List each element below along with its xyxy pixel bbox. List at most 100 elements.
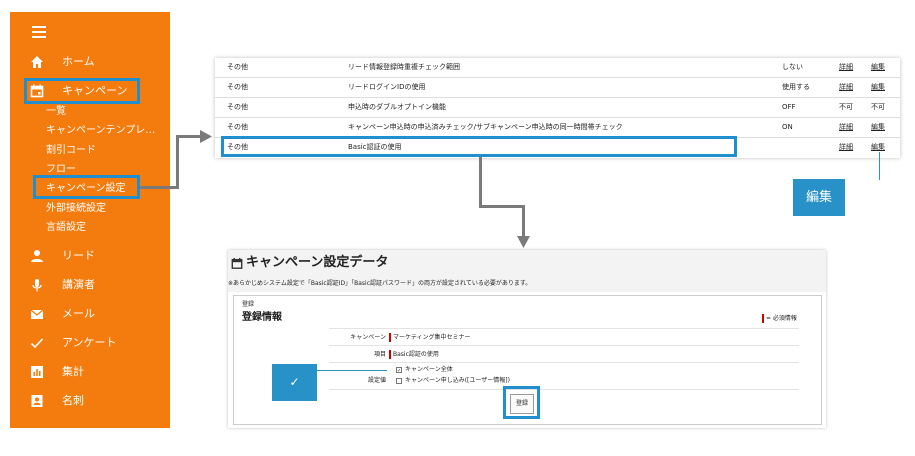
- required-legend-text: = 必須情報: [766, 315, 797, 322]
- option-label: キャンペーン申し込み([ユーザー情報]): [405, 377, 510, 384]
- campaign-name: マーケティング集中セミナー: [393, 334, 471, 341]
- option-label: キャンペーン全体: [405, 366, 453, 373]
- field-label: 設定値: [367, 377, 386, 384]
- table-row: その他 リードログインIDの使用 使用する 詳細 編集: [215, 78, 900, 98]
- divider: [329, 389, 799, 390]
- detail-disabled: 不可: [839, 103, 853, 111]
- option-campaign-application[interactable]: キャンペーン申し込み([ユーザー情報]): [396, 377, 510, 385]
- field-label: キャンペーン: [350, 334, 386, 341]
- home-icon: [31, 56, 43, 68]
- option-whole-campaign[interactable]: ✓キャンペーン全体: [396, 366, 453, 374]
- highlight-register-button: [503, 386, 540, 419]
- connector-line: [176, 135, 179, 189]
- edit-link[interactable]: 編集: [871, 63, 885, 71]
- table-cell-category: その他: [227, 123, 248, 131]
- person-icon: [31, 250, 43, 262]
- detail-link[interactable]: 詳細: [839, 63, 853, 71]
- required-legend: = 必須情報: [762, 314, 797, 323]
- sidebar-item-label: キャンペーン: [62, 84, 128, 97]
- table-cell-value: ON: [782, 123, 793, 131]
- sidebar-item-label: 名刺: [62, 394, 84, 407]
- highlight-basic-auth-row: [221, 136, 737, 157]
- sidebar-item-label: リード: [62, 249, 95, 262]
- table-cell-category: その他: [227, 63, 248, 71]
- sidebar-subitem-flow[interactable]: フロー: [46, 164, 76, 175]
- connector-line: [479, 157, 482, 207]
- required-marker: [389, 350, 391, 359]
- calendar-icon: [30, 84, 44, 98]
- sidebar-item-speaker[interactable]: 講演者: [10, 275, 170, 295]
- sidebar-item-campaign[interactable]: キャンペーン: [10, 81, 170, 101]
- register-button[interactable]: 登録: [510, 394, 534, 414]
- table-row: その他 Basic認証の使用 詳細 編集: [215, 138, 900, 157]
- field-value: マーケティング集中セミナー: [389, 333, 471, 342]
- bar-chart-icon: [31, 366, 43, 378]
- sidebar-subitem-campaign-settings[interactable]: キャンペーン設定: [46, 183, 126, 194]
- table-cell-value: OFF: [782, 103, 796, 111]
- field-value: Basic認証の使用: [389, 350, 439, 359]
- edit-link[interactable]: 編集: [871, 83, 885, 91]
- connector-line: [479, 205, 524, 208]
- sidebar-item-mail[interactable]: メール: [10, 304, 170, 324]
- sidebar-item-summary[interactable]: 集計: [10, 362, 170, 382]
- page-title: キャンペーン設定データ: [246, 255, 389, 270]
- contact-card-icon: [31, 395, 43, 407]
- edit-disabled: 不可: [871, 103, 885, 111]
- table-cell-category: その他: [227, 143, 248, 151]
- connector-line: [522, 205, 525, 237]
- highlight-campaign-settings: [33, 175, 140, 199]
- hamburger-icon[interactable]: [32, 26, 46, 41]
- edit-callout: 編集: [793, 179, 845, 216]
- sidebar-subitem-language[interactable]: 言語設定: [46, 222, 86, 233]
- sidebar-item-business-card[interactable]: 名刺: [10, 391, 170, 411]
- detail-link[interactable]: 詳細: [839, 123, 853, 131]
- sidebar-item-home[interactable]: ホーム: [10, 52, 170, 72]
- table-row: その他 申込時のダブルオプトイン機能 OFF 不可 不可: [215, 98, 900, 118]
- required-marker: [389, 333, 391, 342]
- sidebar-subitem-list[interactable]: 一覧: [46, 106, 66, 117]
- divider: [329, 328, 799, 329]
- divider: [329, 362, 799, 363]
- check-callout: ✓: [272, 364, 317, 401]
- callout-pointer: [879, 152, 880, 180]
- check-icon: [30, 338, 44, 349]
- calendar-icon: [231, 257, 243, 269]
- campaign-settings-panel: キャンペーン設定データ ※あらかじめシステム設定で「Basic認証ID」「Bas…: [228, 250, 826, 428]
- microphone-icon: [32, 279, 42, 292]
- table-cell-category: その他: [227, 103, 248, 111]
- sidebar-subitem-campaign-template[interactable]: キャンペーンテンプレ…: [46, 125, 156, 136]
- sidebar-item-lead[interactable]: リード: [10, 246, 170, 266]
- table-cell-category: その他: [227, 83, 248, 91]
- item-name: Basic認証の使用: [393, 351, 439, 358]
- table-cell-name: 申込時のダブルオプトイン機能: [348, 103, 446, 111]
- sidebar-item-survey[interactable]: アンケート: [10, 333, 170, 353]
- highlight-campaign: [24, 78, 140, 104]
- sidebar: ホーム キャンペーン 一覧 キャンペーンテンプレ… 割引コード フロー キャンペ…: [10, 12, 170, 428]
- checkbox-checked[interactable]: ✓: [396, 366, 402, 374]
- requirement-note: ※あらかじめシステム設定で「Basic認証ID」「Basic認証パスワード」の両…: [228, 280, 532, 287]
- card-small-label: 登録: [242, 301, 255, 308]
- table-cell-name: キャンペーン申込時の申込済みチェック/サブキャンペーン申込時の同一時間帯チェック: [348, 123, 623, 131]
- required-marker: [762, 314, 764, 323]
- arrow-right-icon: [200, 130, 212, 143]
- registration-card: 登録 登録情報 = 必須情報 キャンペーン マーケティング集中セミナー 項目 B…: [233, 295, 822, 425]
- detail-link[interactable]: 詳細: [839, 83, 853, 91]
- sidebar-item-label: アンケート: [62, 336, 117, 349]
- sidebar-subitem-external-connection[interactable]: 外部接続設定: [46, 203, 106, 214]
- sidebar-item-label: 集計: [62, 365, 84, 378]
- card-heading: 登録情報: [242, 312, 282, 323]
- arrow-down-icon: [517, 236, 530, 248]
- sidebar-item-label: ホーム: [62, 55, 95, 68]
- table-cell-name: Basic認証の使用: [348, 143, 402, 151]
- edit-link[interactable]: 編集: [871, 143, 885, 151]
- checkbox-unchecked[interactable]: [396, 377, 402, 384]
- detail-link[interactable]: 詳細: [839, 143, 853, 151]
- connector-line: [176, 135, 202, 138]
- connector-line: [140, 186, 178, 189]
- table-cell-value: しない: [782, 63, 803, 71]
- sidebar-subitem-discount-code[interactable]: 割引コード: [46, 145, 96, 156]
- table-cell-value: 使用する: [782, 83, 810, 91]
- table-row: その他 キャンペーン申込時の申込済みチェック/サブキャンペーン申込時の同一時間帯…: [215, 118, 900, 138]
- edit-link[interactable]: 編集: [871, 123, 885, 131]
- sidebar-item-label: 講演者: [62, 278, 95, 291]
